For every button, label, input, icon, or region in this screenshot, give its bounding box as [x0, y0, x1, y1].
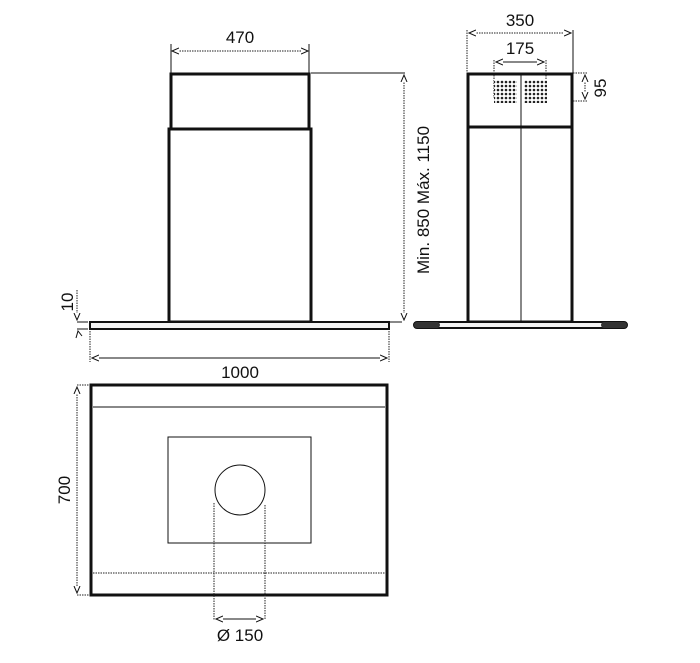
- glass-canopy-front: [89, 321, 390, 330]
- label-chimney-width: 470: [226, 28, 254, 47]
- upper-chimney: [169, 72, 311, 131]
- plan-view: Ø 150 700: [55, 383, 389, 645]
- label-side-depth: 350: [506, 11, 534, 30]
- label-glass-thickness: 10: [58, 293, 77, 312]
- side-chimney-upper: [466, 72, 574, 129]
- label-plan-depth: 700: [55, 476, 74, 504]
- outlet-grille-left: [494, 80, 517, 103]
- label-total-width: 1000: [221, 363, 259, 382]
- dimension-outlet-height: 95: [573, 72, 610, 102]
- outlet-grille-right: [524, 80, 547, 103]
- dimension-side-depth: 350: [466, 11, 574, 74]
- chimney-footprint: [167, 436, 312, 544]
- front-view: 470 Min. 850 Máx. 1150 10 1000: [58, 28, 433, 382]
- lower-chimney: [167, 127, 313, 324]
- dimension-height-range: Min. 850 Máx. 1150: [311, 72, 433, 323]
- dimension-total-width: 1000: [89, 331, 390, 382]
- glass-canopy-side: [413, 321, 628, 329]
- label-outlet-spacing: 175: [506, 39, 534, 58]
- label-height-range: Min. 850 Máx. 1150: [414, 126, 433, 274]
- label-duct-diameter: Ø 150: [217, 626, 263, 645]
- plan-outline: [89, 383, 389, 597]
- duct-outlet: [214, 464, 266, 516]
- dimension-chimney-width: 470: [170, 28, 310, 74]
- side-view: 350 175 95: [413, 11, 628, 329]
- dimension-duct-diameter: Ø 150: [213, 503, 266, 645]
- dimension-glass-thickness: 10: [58, 290, 88, 339]
- dimension-outlet-spacing: 175: [493, 39, 547, 98]
- dimension-plan-depth: 700: [55, 384, 89, 596]
- side-chimney-lower: [466, 125, 574, 324]
- label-outlet-height: 95: [591, 79, 610, 98]
